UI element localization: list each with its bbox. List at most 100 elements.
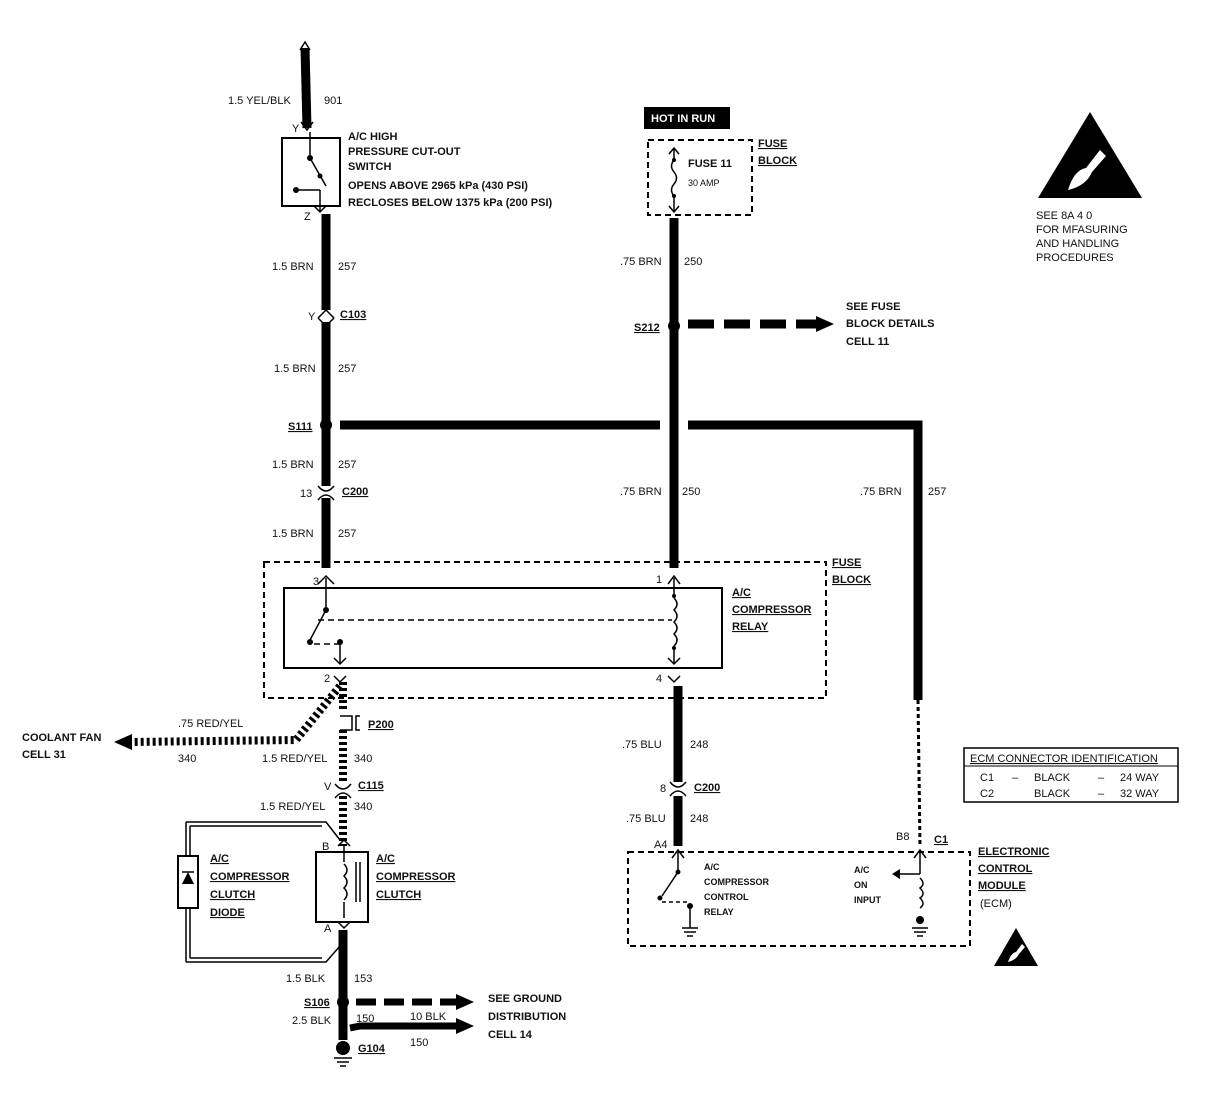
ground-dist-label-2: DISTRIBUTION <box>488 1011 566 1023</box>
ecm-connector-table <box>963 747 1179 803</box>
ground-dist-label-3: CELL 14 <box>488 1029 533 1041</box>
coolant-fan-label-2: CELL 31 <box>22 749 66 761</box>
circuit-250-label-mid: 250 <box>682 486 700 498</box>
ecm-input-label-1: A/C <box>854 865 870 875</box>
pin-2-label: 2 <box>324 673 330 685</box>
pin-1-label: 1 <box>656 574 662 586</box>
circuit-340-label-2: 340 <box>354 801 372 813</box>
diode-label-2: COMPRESSOR <box>210 871 290 883</box>
splice-s212-label: S212 <box>634 322 660 334</box>
ground-icon <box>334 1057 352 1067</box>
ground-g104 <box>336 1041 350 1055</box>
connector-c103: C103 <box>340 309 366 321</box>
circuit-257-label-2: 257 <box>338 363 356 375</box>
ecm-table-r1-c4: – <box>1098 772 1105 784</box>
wire-label-blu-1: .75 BLU <box>622 739 662 751</box>
hot-in-run-label: HOT IN RUN <box>651 113 715 125</box>
wire-label-red-yel-2: 1.5 RED/YEL <box>260 801 325 813</box>
ecm-table-r1-c2: – <box>1012 772 1019 784</box>
connector-p200: P200 <box>368 719 394 731</box>
ground-dist-label-1: SEE GROUND <box>488 993 562 1005</box>
circuit-257-label-ecm: 257 <box>928 486 946 498</box>
wire-label-blk-153: 1.5 BLK <box>286 973 326 985</box>
connector-c115: C115 <box>358 780 384 792</box>
pin-4-label: 4 <box>656 673 662 685</box>
circuit-248-wire <box>667 675 687 846</box>
pin-b8-label: B8 <box>896 831 909 843</box>
ecm-relay-label-2: COMPRESSOR <box>704 877 770 887</box>
fuse-block-top <box>647 139 753 216</box>
hot-in-run-badge <box>644 107 730 129</box>
connector-c200-1: C200 <box>342 486 368 498</box>
esd-note-2: FOR MFASURING <box>1036 224 1128 236</box>
hp-opens-label: OPENS ABOVE 2965 kPa (430 PSI) <box>348 180 528 192</box>
circuit-901-wire <box>299 40 314 132</box>
circuit-248-label-1: 248 <box>690 739 708 751</box>
clutch-label-2: COMPRESSOR <box>376 871 456 883</box>
esd-small-icon <box>994 928 1038 966</box>
circuit-150-label-1: 150 <box>356 1013 374 1025</box>
compressor-clutch <box>315 838 369 930</box>
ecm-relay-label-3: CONTROL <box>704 892 749 902</box>
ecm-table-r1-c1: C1 <box>980 772 994 784</box>
esd-note-3: AND HANDLING <box>1036 238 1119 250</box>
wire-label-blu-2: .75 BLU <box>626 813 666 825</box>
fuse-details-label-3: CELL 11 <box>846 336 889 348</box>
fuse-amp-label: 30 AMP <box>688 178 720 188</box>
ground-circuit-wire <box>338 930 474 1040</box>
esd-note-1: SEE 8A 4 0 <box>1036 210 1092 222</box>
fuse-block-label-2b: BLOCK <box>832 574 871 586</box>
circuit-257-left-wire <box>317 214 335 568</box>
wire-label-brn-3: 1.5 BRN <box>272 459 314 471</box>
diode-label-4: DIODE <box>210 907 245 919</box>
circuit-340-label-fan: 340 <box>178 753 196 765</box>
wire-label-brn-1: 1.5 BRN <box>272 261 314 273</box>
wire-label-brn-ecm: .75 BRN <box>860 486 902 498</box>
ecm-input-label-3: INPUT <box>854 895 882 905</box>
fuse-details-label-2: BLOCK DETAILS <box>846 318 934 330</box>
connector-c1: C1 <box>934 834 948 846</box>
ecm-module <box>627 848 971 947</box>
splice-s111 <box>320 419 332 431</box>
clutch-diode-loop <box>177 821 341 963</box>
relay-label-3: RELAY <box>732 621 769 633</box>
wire-label-red-yel-fan: .75 RED/YEL <box>178 718 243 730</box>
fuse-block-label-2a: FUSE <box>832 557 861 569</box>
splice-s111-label: S111 <box>288 421 312 433</box>
circuit-257-to-ecm-wire <box>340 420 923 847</box>
esd-warning-icon <box>1038 112 1142 198</box>
circuit-153-label: 153 <box>354 973 372 985</box>
fuse-block-relay <box>263 561 827 699</box>
circuit-340-wire <box>114 675 360 846</box>
ecm-table-r2-c4: – <box>1098 788 1105 800</box>
ecm-table-r2-c1: C2 <box>980 788 994 800</box>
hp-switch-label-1: A/C HIGH <box>348 131 398 143</box>
hp-recloses-label: RECLOSES BELOW 1375 kPa (200 PSI) <box>348 197 553 209</box>
ecm-relay-label-4: RELAY <box>704 907 734 917</box>
pin-v-label: V <box>324 781 332 793</box>
wire-label-blk-10: 10 BLK <box>410 1011 447 1023</box>
circuit-257-label-3: 257 <box>338 459 356 471</box>
splice-s106-label: S106 <box>304 997 330 1009</box>
hp-switch-label-2: PRESSURE CUT-OUT <box>348 146 461 158</box>
ecm-table-r2-c5: 32 WAY <box>1120 788 1160 800</box>
esd-note-4: PROCEDURES <box>1036 252 1114 264</box>
ecm-table-title: ECM CONNECTOR IDENTIFICATION <box>970 753 1158 765</box>
fuse-block-label-1a: FUSE <box>758 138 787 150</box>
connector-c200-2: C200 <box>694 782 720 794</box>
pin-13-label: 13 <box>300 488 312 500</box>
diode-label-1: A/C <box>210 853 229 865</box>
circuit-248-label-2: 248 <box>690 813 708 825</box>
ecm-relay-label-1: A/C <box>704 862 720 872</box>
wire-label-yel-blk: 1.5 YEL/BLK <box>228 95 291 107</box>
wire-label-red-yel-1: 1.5 RED/YEL <box>262 753 327 765</box>
clutch-label-3: CLUTCH <box>376 889 421 901</box>
coolant-fan-label-1: COOLANT FAN <box>22 732 101 744</box>
circuit-250-label-top: 250 <box>684 256 702 268</box>
ecm-label-3: MODULE <box>978 880 1026 892</box>
wire-label-brn-250-top: .75 BRN <box>620 256 662 268</box>
fuse-details-arrow <box>688 316 834 332</box>
circuit-257-label-1: 257 <box>338 261 356 273</box>
circuit-257-label-4: 257 <box>338 528 356 540</box>
